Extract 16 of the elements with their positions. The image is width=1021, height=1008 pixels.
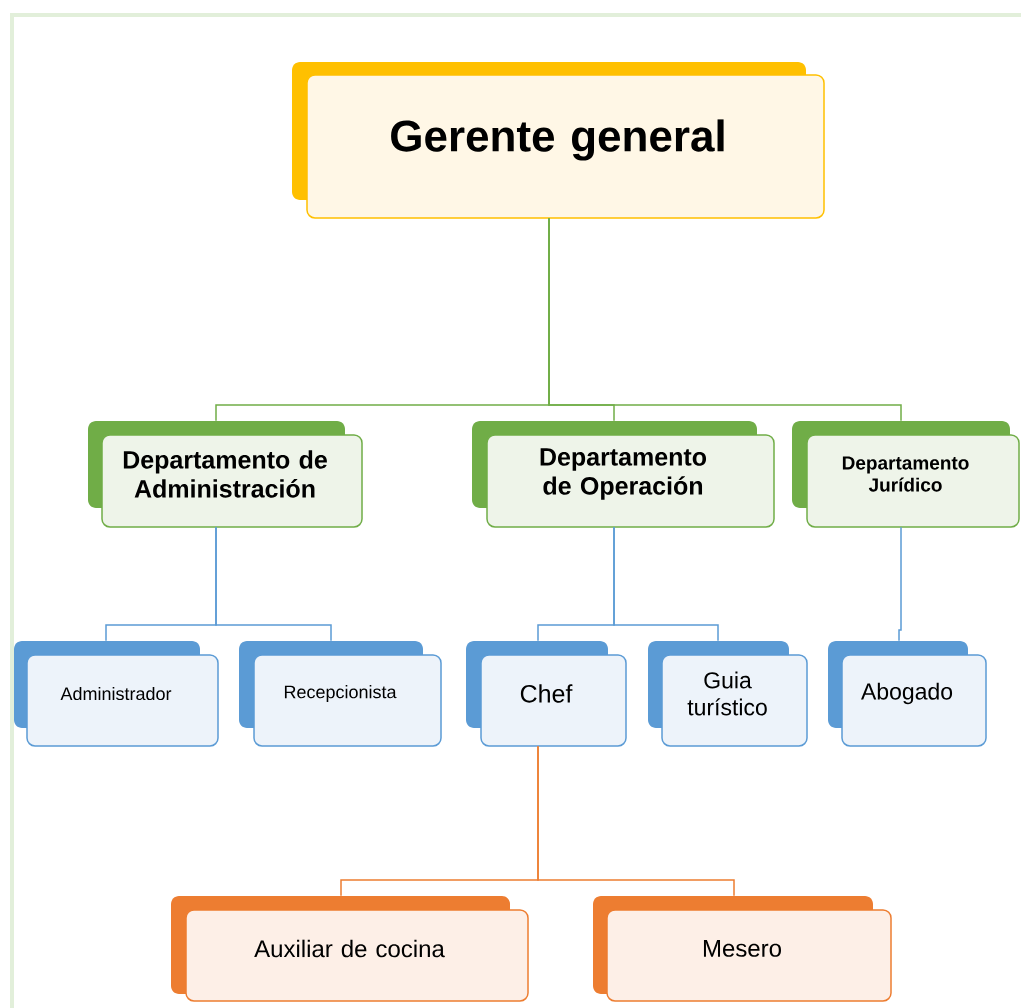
connector-line xyxy=(215,526,332,642)
org-chart-box: Departamento Jurídico xyxy=(792,421,1020,528)
connector-line xyxy=(548,217,902,422)
org-chart-box: Gerente general xyxy=(292,62,825,219)
connector-line xyxy=(898,526,902,642)
org-chart-box: Mesero xyxy=(593,896,892,1002)
org-chart-box: Administrador xyxy=(14,641,219,747)
org-chart-box: Departamento de Administración xyxy=(88,421,363,528)
org-chart-box: Guia turístico xyxy=(648,641,808,747)
connector-line xyxy=(613,526,719,642)
connector-line xyxy=(537,745,735,897)
org-chart-box: Auxiliar de cocina xyxy=(171,896,529,1002)
org-chart-box: Departamento de Operación xyxy=(472,421,775,528)
org-chart-box: Chef xyxy=(466,641,627,747)
org-chart-box: Abogado xyxy=(828,641,987,747)
org-chart-box: Recepcionista xyxy=(239,641,442,747)
